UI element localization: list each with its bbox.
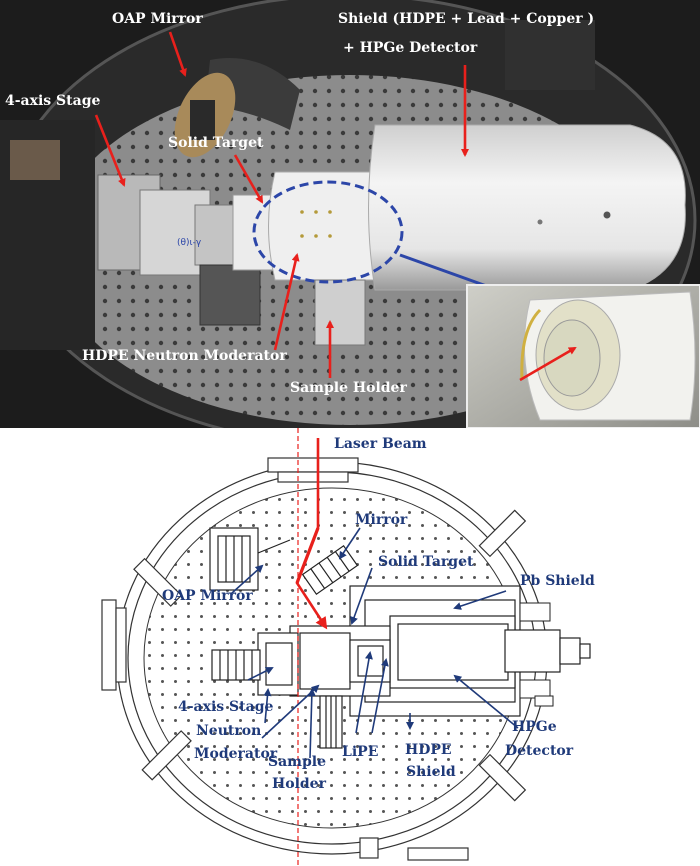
arrow-moderator bbox=[273, 253, 300, 351]
arrow-solid-target bbox=[350, 567, 373, 625]
schematic-panel: Laser Beam Mirror Solid Target Pb Shield… bbox=[0, 428, 700, 866]
arrow-oap-mirror bbox=[168, 31, 187, 77]
label-lipe: LiPE bbox=[342, 744, 378, 760]
detector-flanges bbox=[519, 602, 554, 707]
label-sample: Sample bbox=[268, 754, 326, 770]
label-oap-mirror: OAP Mirror bbox=[112, 11, 203, 27]
label-stage: 4-axis Stage bbox=[178, 699, 273, 715]
schematic-stage bbox=[211, 632, 343, 749]
label-solid-target: Solid Target bbox=[378, 554, 474, 570]
photo-panel: (θ)ι-γ bbox=[0, 0, 700, 428]
label-moderator: HDPE Neutron Moderator bbox=[82, 348, 287, 364]
label-hpge: HPGe bbox=[512, 719, 557, 735]
label-oap-mirror: OAP Mirror bbox=[162, 588, 253, 604]
photo-svg: (θ)ι-γ bbox=[0, 0, 700, 428]
moderator-assembly bbox=[289, 625, 391, 697]
arrow-stage bbox=[94, 114, 126, 187]
shield-hole bbox=[537, 219, 543, 225]
schematic-svg: Laser Beam Mirror Solid Target Pb Shield… bbox=[0, 428, 700, 866]
oap-mirror-holder bbox=[190, 100, 215, 140]
label-hdpe: HDPE bbox=[405, 742, 452, 758]
label-mirror: Mirror bbox=[355, 512, 408, 528]
chamber-ports bbox=[101, 457, 527, 861]
arrow-oap-mirror bbox=[231, 564, 264, 594]
label-laser-beam: Laser Beam bbox=[334, 436, 427, 452]
shield-hole bbox=[603, 211, 611, 219]
top-right-component bbox=[505, 20, 595, 90]
stage-plate bbox=[194, 204, 236, 266]
label-moderator: Moderator bbox=[194, 746, 278, 762]
label-sample-holder: Sample Holder bbox=[290, 380, 407, 396]
arrow-sample-holder bbox=[307, 688, 316, 759]
shield-cylinder bbox=[368, 124, 686, 291]
label-shield: Shield bbox=[406, 764, 456, 780]
arrow-lipe-2 bbox=[371, 658, 389, 734]
moderator-markers bbox=[300, 210, 332, 238]
label-detector: Detector bbox=[505, 743, 574, 759]
label-neutron: Neutron bbox=[196, 723, 261, 739]
sample-holder-stage bbox=[314, 279, 366, 346]
arrow-pb-shield bbox=[453, 590, 507, 610]
schematic-oap-mirror bbox=[209, 527, 291, 591]
left-component bbox=[10, 140, 60, 180]
arrow-hpge bbox=[453, 674, 519, 729]
arrow-mirror bbox=[338, 527, 361, 560]
schematic-arrows bbox=[231, 527, 519, 759]
stage-marking: (θ)ι-γ bbox=[177, 238, 202, 248]
label-holder: Holder bbox=[272, 776, 327, 792]
label-solid-target: Solid Target bbox=[168, 135, 264, 151]
arrow-lipe-1 bbox=[355, 651, 373, 734]
arrow-inset bbox=[519, 346, 577, 382]
arrow-stage-lower bbox=[263, 688, 272, 724]
inset-photo bbox=[466, 284, 700, 428]
photo-arrows bbox=[94, 31, 577, 382]
stage-lower bbox=[199, 264, 261, 326]
arrow-stage bbox=[247, 667, 274, 681]
label-pb-shield: Pb Shield bbox=[520, 573, 595, 589]
hpge-detector bbox=[389, 615, 591, 689]
arrow-solid-target bbox=[233, 154, 264, 204]
label-shield-line2: + HPGe Detector bbox=[343, 40, 478, 56]
laser-beam-segment bbox=[295, 527, 320, 584]
moderator-highlight bbox=[252, 180, 404, 284]
label-stage: 4-axis Stage bbox=[5, 93, 100, 109]
label-shield-line1: Shield (HDPE + Lead + Copper ) bbox=[338, 11, 594, 27]
cables bbox=[205, 58, 300, 130]
